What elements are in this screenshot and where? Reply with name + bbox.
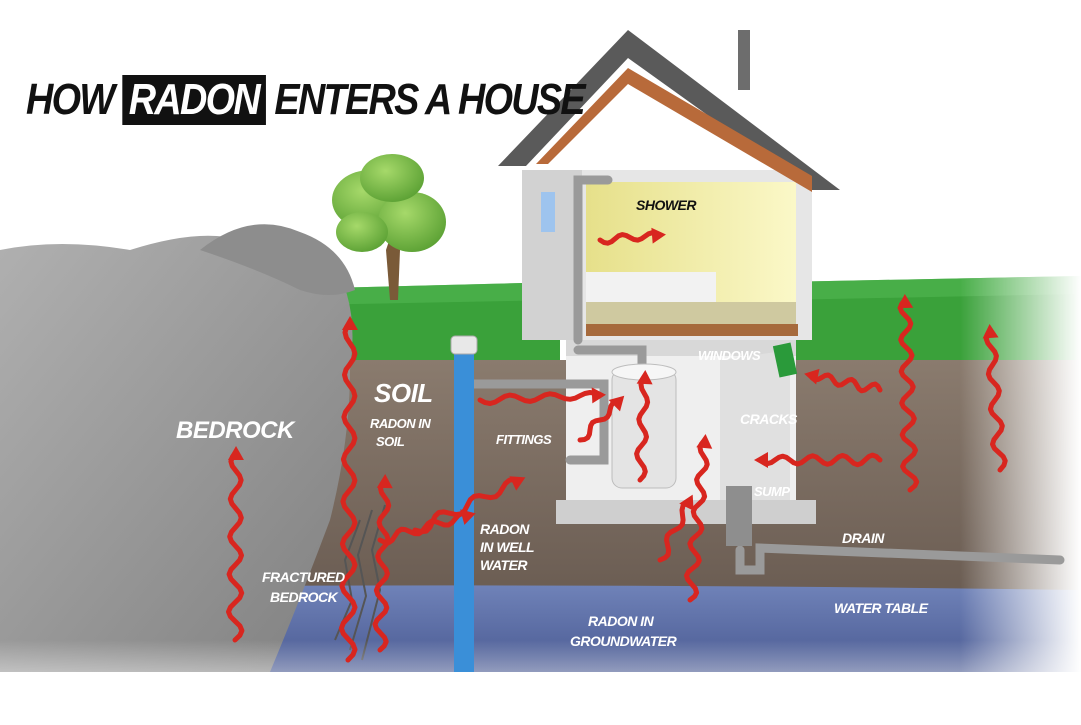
title-before: HOW [26,75,115,124]
arrow-fittings-2 [477,390,603,406]
arrow-heater [634,373,651,483]
arrow-fittings-head [608,395,625,412]
arrow-right-head [897,294,914,309]
arrow-soil-1 [338,319,358,663]
arrow-well-2 [377,511,473,546]
arrow-cracks-head [754,452,768,468]
arrow-shower [597,230,663,246]
arrow-soil-2-head [376,474,393,489]
label-radon-in-soil-1: RADON IN [370,416,431,431]
label-drain: DRAIN [842,530,885,546]
arrow-well-1-head [509,476,526,491]
label-fractured-1: FRACTURED [262,569,345,585]
label-soil: SOIL [374,378,433,408]
arrow-floor [657,497,693,563]
arrow-floor-head [679,494,694,511]
arrow-fittings-2-head [591,387,606,404]
arrow-windows [807,372,883,394]
arrow-groundwater-head [696,434,713,449]
label-fittings: FITTINGS [496,432,552,447]
radon-arrows [226,227,1008,663]
label-groundwater-2: GROUNDWATER [570,633,678,649]
arrow-fittings [577,397,623,443]
arrow-soil-1-head [341,316,358,331]
bedrock-mound [0,235,353,672]
label-windows: WINDOWS [698,348,761,363]
plumbing [467,175,1065,575]
arrow-heater-head [636,370,653,385]
house [498,30,840,524]
arrow-far-right [983,327,1008,473]
label-well-2: IN WELL [480,539,534,555]
label-bedrock: BEDROCK [176,417,296,444]
arrow-windows-head [804,368,820,385]
arrow-far-right-head [982,324,999,339]
label-groundwater-1: RADON IN [588,613,655,629]
tree [332,154,446,300]
arrow-soil-2 [372,477,392,653]
page-title: HOW RADON ENTERS A HOUSE [26,74,586,126]
label-well-1: RADON [480,521,530,537]
arrow-bedrock [226,449,245,643]
arrow-bedrock-head [227,446,244,461]
title-highlight: RADON [121,75,266,125]
label-well-3: WATER [480,557,528,573]
title-after: ENTERS A HOUSE [274,75,585,124]
labels: SHOWER WINDOWS SOIL RADON IN SOIL BEDROC… [176,197,929,649]
well-pipe [450,335,478,672]
label-water-table: WATER TABLE [834,600,929,616]
arrow-shower-head [651,227,666,244]
label-radon-in-soil-2: SOIL [376,434,405,449]
arrow-well-2-head [460,509,476,525]
sump-pit [726,486,752,546]
arrow-right [897,297,920,493]
arrow-groundwater [684,437,710,603]
label-shower: SHOWER [636,197,697,213]
label-cracks: CRACKS [740,411,798,427]
arrow-cracks [757,452,883,468]
label-sump: SUMP [754,484,790,499]
label-fractured-2: BEDROCK [270,589,339,605]
